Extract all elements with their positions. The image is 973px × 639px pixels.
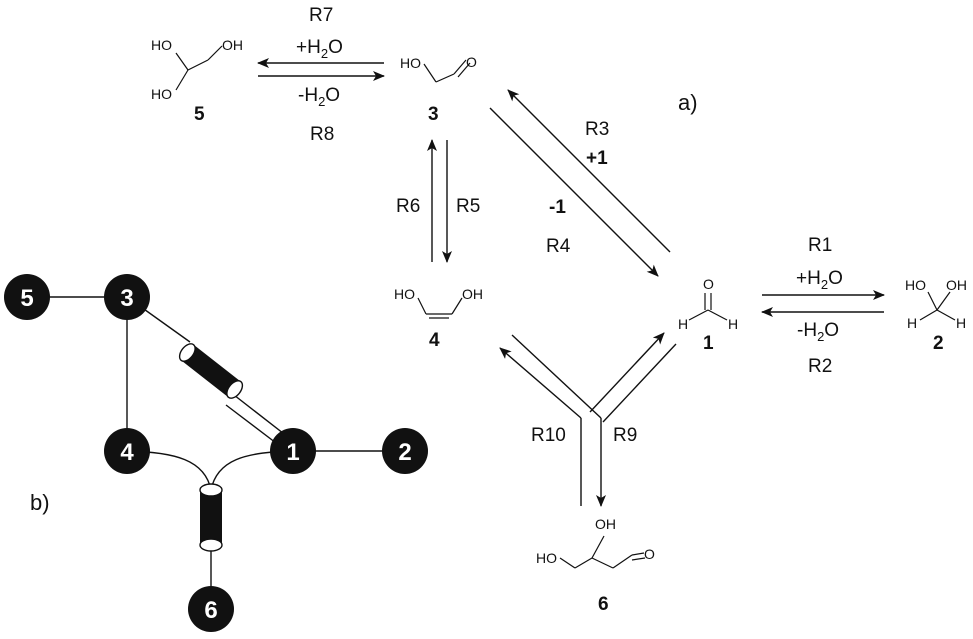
label-r1: R1	[808, 235, 832, 256]
compound-4-label: 4	[429, 330, 440, 351]
atom-h: H	[728, 316, 738, 332]
compound-2-label: 2	[933, 333, 944, 354]
atom-h: H	[956, 315, 966, 331]
edge-3-1-a	[233, 394, 289, 438]
condition-r2: -H2O	[797, 320, 839, 344]
compound-1-label: 1	[703, 333, 714, 354]
condition-r7: +H2O	[296, 37, 343, 61]
cylinder-3-1	[178, 343, 244, 399]
label-r7: R7	[309, 5, 333, 26]
condition-r8: -H2O	[298, 85, 340, 109]
label-r2: R2	[808, 356, 832, 377]
svg-text:4: 4	[120, 439, 134, 466]
atom-oh: OH	[222, 37, 243, 53]
arrow-r4	[489, 107, 659, 277]
arrow-r9	[511, 334, 606, 507]
atom-h: H	[678, 316, 688, 332]
atom-oh: OH	[462, 286, 483, 302]
panel-a-label: a)	[678, 90, 698, 115]
atom-ho: HO	[905, 277, 926, 293]
edge-3-1-b	[225, 404, 281, 447]
label-r9: R9	[613, 425, 637, 446]
condition-r1: +H2O	[796, 268, 843, 292]
svg-text:3: 3	[120, 285, 133, 312]
cylinder-6	[199, 483, 223, 552]
compound-1-structure: O H H	[678, 276, 738, 332]
compound-6-structure: HO OH O	[536, 516, 655, 569]
graph-node-4: 4	[104, 428, 150, 474]
atom-h: H	[907, 315, 917, 331]
label-r5: R5	[456, 196, 480, 217]
compound-2-structure: HO OH H H	[905, 277, 967, 331]
graph-node-2: 2	[382, 428, 428, 474]
compound-3-structure: HO O	[400, 54, 477, 83]
graph-node-5: 5	[4, 274, 50, 320]
compound-5-structure: HO OH HO	[151, 37, 243, 102]
atom-o: O	[703, 276, 714, 292]
atom-ho: HO	[151, 37, 172, 53]
svg-text:5: 5	[20, 285, 33, 312]
label-r8: R8	[310, 124, 334, 145]
label-r10: R10	[531, 425, 566, 446]
arrow-r10	[499, 347, 582, 506]
condition-r4: -1	[549, 197, 566, 218]
compound-3-label: 3	[428, 104, 439, 125]
compound-6-label: 6	[598, 594, 609, 615]
atom-o: O	[644, 546, 655, 562]
atom-ho: HO	[394, 286, 415, 302]
label-r4: R4	[546, 236, 571, 257]
svg-text:2: 2	[398, 439, 411, 466]
svg-text:1: 1	[286, 439, 299, 466]
condition-r3: +1	[586, 148, 608, 169]
atom-ho: HO	[400, 55, 421, 71]
atom-ho: HO	[151, 86, 172, 102]
graph-node-1: 1	[270, 428, 316, 474]
arrow-r3	[507, 89, 671, 253]
graph-node-6: 6	[188, 586, 234, 632]
arrow-r9-branch	[589, 332, 677, 423]
svg-text:6: 6	[204, 597, 217, 624]
graph-edges	[27, 296, 405, 605]
panel-b-label: b)	[30, 490, 50, 515]
atom-ho: HO	[536, 550, 557, 566]
atom-oh: OH	[595, 516, 616, 532]
compound-4-structure: HO OH	[394, 286, 483, 319]
atom-o: O	[466, 54, 477, 70]
atom-oh: OH	[946, 277, 967, 293]
label-r3: R3	[585, 119, 609, 140]
compound-5-label: 5	[194, 104, 205, 125]
graph-node-3: 3	[104, 274, 150, 320]
label-r6: R6	[396, 196, 420, 217]
